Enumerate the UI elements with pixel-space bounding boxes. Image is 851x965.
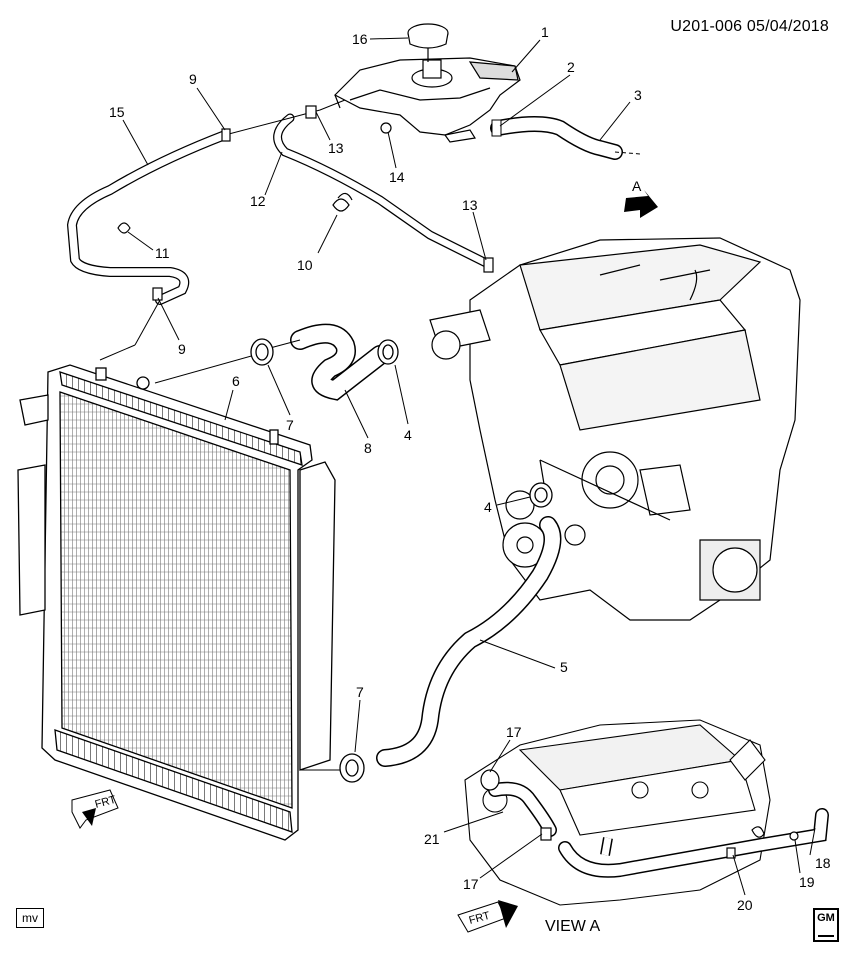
gm-logo-icon: GM: [813, 908, 839, 942]
view-a-arrow-icon: A: [624, 178, 658, 218]
callout-15: 15: [109, 104, 125, 120]
callout-18: 18: [815, 855, 831, 871]
callout-2: 2: [567, 59, 575, 75]
callout-12: 12: [250, 193, 266, 209]
callout-13: 13: [328, 140, 344, 156]
surge-tank-outlet-hose: [490, 116, 641, 160]
callout-19: 19: [799, 874, 815, 890]
front-direction-icon-view-a: FRT: [457, 900, 518, 933]
callout-5: 5: [560, 659, 568, 675]
callout-4: 4: [404, 427, 412, 443]
leader-lines: [122, 37, 816, 896]
radiator: [17, 364, 336, 841]
callout-7: 7: [286, 417, 294, 433]
front-direction-icon: FRT: [71, 789, 119, 829]
callout-8: 8: [364, 440, 372, 456]
callout-21: 21: [424, 831, 440, 847]
view-a-hoses: [488, 781, 829, 878]
surge-tank: [333, 57, 521, 143]
mv-badge: mv: [16, 908, 44, 928]
radiator-outlet-hose-5: [300, 516, 562, 771]
callout-10: 10: [297, 257, 313, 273]
frt-label: FRT: [94, 794, 118, 811]
callout-4b: 4: [484, 499, 492, 515]
vent-hose-12: [273, 99, 493, 269]
callout-17b: 17: [463, 876, 479, 892]
diagram-code-date: U201-006 05/04/2018: [670, 18, 829, 35]
view-a-label: VIEW A: [545, 918, 601, 935]
callout-13b: 13: [462, 197, 478, 213]
callout-3: 3: [634, 87, 642, 103]
callout-9b: 9: [178, 341, 186, 357]
view-marker-label: A: [632, 178, 642, 194]
callout-6: 6: [232, 373, 240, 389]
engine-assembly: [429, 237, 801, 621]
radiator-inlet-hose-8: [154, 323, 390, 401]
frt-label-view-a: FRT: [468, 910, 492, 927]
view-a-clamps: [480, 769, 799, 859]
surge-tank-cap: [407, 23, 449, 62]
lower-hose-clamps: [339, 482, 553, 783]
radiator-vent-hose-15: [66, 117, 291, 361]
gm-logo-text: GM: [817, 912, 835, 924]
callout-16: 16: [352, 31, 368, 47]
callout-14: 14: [389, 169, 405, 185]
callout-9: 9: [189, 71, 197, 87]
callout-labels: 1 2 3 4 4 5 6 7 7 8 9 9 10 11 12 13 13 1…: [109, 24, 831, 913]
callout-7b: 7: [356, 684, 364, 700]
callout-17: 17: [506, 724, 522, 740]
callout-1: 1: [541, 24, 549, 40]
callout-20: 20: [737, 897, 753, 913]
callout-11: 11: [155, 245, 170, 261]
upper-hose-clamps: [250, 338, 399, 366]
